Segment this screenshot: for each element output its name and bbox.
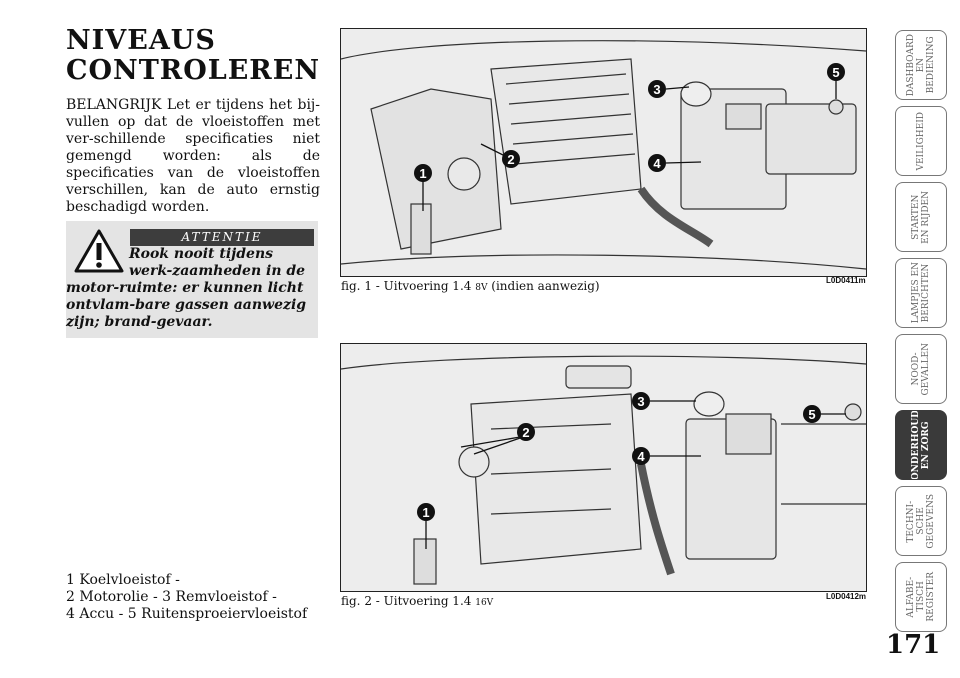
figure-2-caption-main: fig. 2 - Uitvoering 1.4 xyxy=(341,594,476,608)
engine-illustration-1: 1 2 3 4 5 xyxy=(341,29,866,276)
figure-1-caption-main: fig. 1 - Uitvoering 1.4 xyxy=(341,279,476,293)
engine-figure-2: 1 2 3 4 5 xyxy=(340,343,867,592)
callout-5: 5 xyxy=(832,65,839,80)
tab-label: VEILIGHEID xyxy=(916,111,926,171)
callout-1: 1 xyxy=(422,505,429,520)
tab-label: ONDERHOUD EN ZORG xyxy=(911,410,931,480)
legend-line-1: 1 Koelvloeistof - xyxy=(66,572,180,588)
warning-triangle-icon xyxy=(74,229,124,273)
tab-starten[interactable]: STARTEN EN RIJDEN xyxy=(895,182,947,252)
page-title: NIVEAUS CONTROLEREN xyxy=(66,26,320,86)
callout-1: 1 xyxy=(419,166,426,181)
warning-heading: ATTENTIE xyxy=(130,229,314,246)
tab-label: NOOD- GEVALLEN xyxy=(911,342,931,396)
tab-label: ALFABE- TISCH REGISTER xyxy=(906,572,936,622)
legend: 1 Koelvloeistof - 2 Motorolie - 3 Remvlo… xyxy=(66,572,307,623)
warning-text: Rook nooit tijdens werk-zaamheden in de … xyxy=(66,246,307,330)
intro-text: BELANGRIJK Let er tijdens het bij-vullen… xyxy=(66,97,320,215)
title-line-1: NIVEAUS xyxy=(66,25,216,56)
figure-1-code: L0D0411m xyxy=(826,276,866,285)
warning-box: ATTENTIE Rook nooit tijdens werk-zaamhed… xyxy=(66,221,318,338)
callout-4: 4 xyxy=(653,156,661,171)
page-number: 171 xyxy=(886,630,941,660)
callout-5: 5 xyxy=(808,407,815,422)
callout-3: 3 xyxy=(653,82,660,97)
warning-text-block: Rook nooit tijdens werk-zaamheden in de … xyxy=(66,246,314,331)
title-line-2: CONTROLEREN xyxy=(66,55,320,86)
tab-lampjes[interactable]: LAMPJES EN BERICHTEN xyxy=(895,258,947,328)
callout-2: 2 xyxy=(507,152,514,167)
tab-register[interactable]: ALFABE- TISCH REGISTER xyxy=(895,562,947,632)
figure-2-caption-small: 16V xyxy=(475,598,494,608)
tab-label: LAMPJES EN BERICHTEN xyxy=(911,262,931,324)
tab-label: STARTEN EN RIJDEN xyxy=(911,190,931,244)
tab-technische-gegevens[interactable]: TECHNI- SCHE GEGEVENS xyxy=(895,486,947,556)
figure-2-code: L0D0412m xyxy=(826,592,867,601)
tab-label: TECHNI- SCHE GEGEVENS xyxy=(906,493,936,549)
figure-1-caption-small: 8V xyxy=(475,283,488,293)
tab-dashboard[interactable]: DASHBOARD EN BEDIENING xyxy=(895,30,947,100)
engine-figure-1: 1 2 3 4 5 xyxy=(340,28,867,277)
figure-1-caption-tail: (indien aanwezig) xyxy=(487,279,600,293)
legend-line-2: 2 Motorolie - 3 Remvloeistof - xyxy=(66,589,277,605)
callout-3: 3 xyxy=(637,394,644,409)
figure-2-caption: fig. 2 - Uitvoering 1.4 16V xyxy=(341,594,493,608)
tab-label: DASHBOARD EN BEDIENING xyxy=(906,33,936,97)
tab-noodgevallen[interactable]: NOOD- GEVALLEN xyxy=(895,334,947,404)
tab-onderhoud[interactable]: ONDERHOUD EN ZORG xyxy=(895,410,947,480)
callout-2: 2 xyxy=(522,425,529,440)
legend-line-3: 4 Accu - 5 Ruitensproeiervloeistof xyxy=(66,606,308,622)
callout-4: 4 xyxy=(637,449,645,464)
tab-veiligheid[interactable]: VEILIGHEID xyxy=(895,106,947,176)
engine-illustration-2: 1 2 3 4 5 xyxy=(341,344,866,591)
figure-1-caption: fig. 1 - Uitvoering 1.4 8V (indien aanwe… xyxy=(341,279,600,293)
